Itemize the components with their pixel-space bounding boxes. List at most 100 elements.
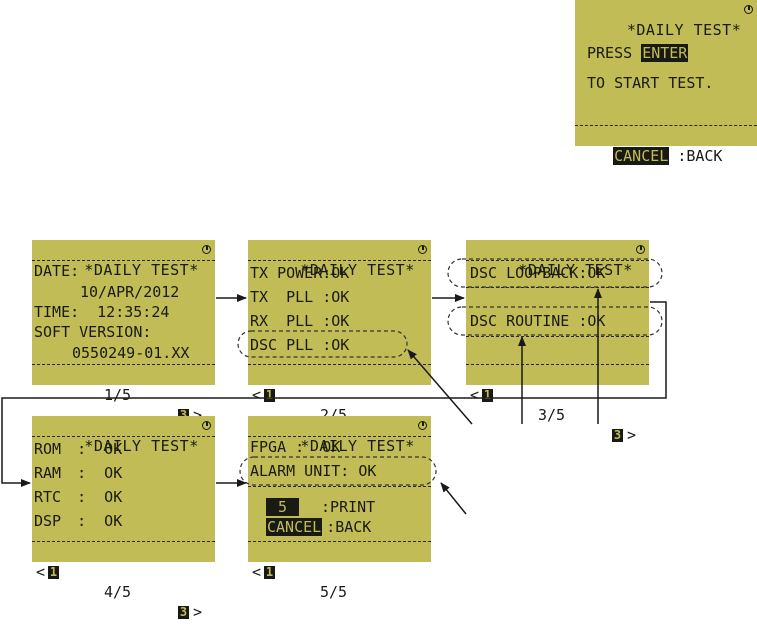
prev-page[interactable]: <1 [470,385,494,405]
highlight-dsc-pll [237,330,408,358]
screen-header: *DAILY TEST* [466,240,649,279]
tx-power-row: TX POWER:OK [250,262,349,284]
cancel-key[interactable]: CANCEL [613,147,670,165]
date-label: DATE: [34,262,80,280]
press-enter-line: PRESS ENTER [587,42,689,64]
screen-header: *DAILY TEST* [248,416,431,455]
print-key[interactable]: 5 [266,498,300,516]
dsc-pll-row: DSC PLL :OK [250,334,349,356]
test-page-2: *DAILY TEST* TX POWER:OK TX PLL :OK RX P… [248,240,431,444]
print-action: :PRINT [321,498,376,516]
back-action: :BACK [677,147,723,165]
prev-arrow-icon: < [36,563,46,581]
next-page[interactable]: 3> [178,405,202,425]
prev-page[interactable]: <1 [36,562,60,582]
page-indicator: 3/5 [538,406,566,424]
fpga-row: FPGA : OK [250,438,341,456]
screen-footer: <1 5/5 [248,541,431,601]
next-page[interactable]: 3> [178,602,202,622]
row-label: DSP [34,512,62,530]
next-page[interactable]: 3> [612,425,636,445]
screen-footer: CANCEL :BACK [575,125,757,165]
row-value: :OK [322,264,350,282]
page-indicator: 5/5 [320,583,348,601]
screen-title: *DAILY TEST* [300,437,415,455]
row-label: RTC [34,488,62,506]
callout-arrow-alarm-unit [440,482,467,515]
screen-title: *DAILY TEST* [518,261,633,279]
soft-version-value: 0550249-01.XX [72,344,190,362]
clock-icon [418,421,427,430]
row-value: : OK [77,464,123,482]
time-value: 12:35:24 [97,303,170,321]
prev-page[interactable]: <1 [252,562,276,582]
divider [466,287,649,288]
clock-icon [636,245,645,254]
cancel-key[interactable]: CANCEL [266,518,323,536]
soft-version-label: SOFT VERSION: [34,323,152,341]
screen-header: *DAILY TEST* [575,0,757,39]
divider [466,336,649,337]
screen-footer: 1/5 3> [32,364,215,424]
row-value: : OK [77,440,123,458]
diagram-overlay [1,258,667,515]
screen-title: *DAILY TEST* [300,261,415,279]
page-indicator: 4/5 [104,583,132,601]
tx-pll-row: TX PLL :OK [250,286,349,308]
page-key-1: 1 [264,388,276,402]
screen-header: *DAILY TEST* [32,416,215,455]
row-value: :OK [322,288,350,306]
screen-footer: <1 3/5 3> [466,364,649,444]
date-value: 10/APR/2012 [80,283,180,301]
print-row: 5 :PRINT [266,496,375,518]
next-arrow-icon: > [627,426,637,444]
prev-arrow-icon: < [470,386,480,404]
rx-pll-row: RX PLL :OK [250,310,349,332]
page-key-1: 1 [482,388,494,402]
highlight-dsc-loopback [447,258,663,288]
flow-arrow-3-to-4 [1,301,667,487]
test-page-5: *DAILY TEST* FPGA : OK ALARM UNIT: OK 5:… [248,416,431,601]
rom-row: ROM: OK [34,438,122,460]
row-value: : OK [77,488,123,506]
screen-title: *DAILY TEST* [84,437,199,455]
prev-arrow-icon: < [252,563,262,581]
enter-key[interactable]: ENTER [641,44,689,62]
rtc-row: RTC : OK [34,486,122,508]
row-value: :OK [322,312,350,330]
row-label: TX POWER [250,264,323,282]
page-key-3: 3 [178,605,189,619]
clock-icon [202,421,211,430]
clock-icon [744,5,753,14]
prev-page[interactable]: <1 [252,385,276,405]
row-label: TX PLL [250,288,323,306]
start-screen: *DAILY TEST* PRESS ENTER TO START TEST. … [575,0,757,165]
prev-arrow-icon: < [252,386,262,404]
back-action: :BACK [326,518,372,536]
highlight-dsc-routine [447,306,663,336]
clock-icon [202,245,211,254]
divider [248,486,431,487]
dsc-loopback-row: DSC LOOPBACK:OK [470,264,606,282]
test-page-4: *DAILY TEST* ROM: OK RAM: OK RTC : OK DSP… [32,416,215,621]
screen-title: *DAILY TEST* [84,261,199,279]
test-page-1: *DAILY TEST* DATE: 10/APR/2012 TIME: 12:3… [32,240,215,424]
page-key-3: 3 [612,428,623,442]
time-row: TIME: 12:35:24 [34,301,169,323]
callout-arrow-dsc-pll [407,349,473,425]
row-value: :OK [322,336,350,354]
screen-header: *DAILY TEST* [248,240,431,279]
page-key-3: 3 [178,408,189,422]
start-test-line: TO START TEST. [587,74,714,92]
page-key-1: 1 [48,565,60,579]
row-label: RX PLL [250,312,323,330]
screen-title: *DAILY TEST* [626,21,742,39]
ram-row: RAM: OK [34,462,122,484]
page-indicator: 1/5 [104,386,132,404]
row-label: DSC PLL [250,336,323,354]
press-text: PRESS [587,44,642,62]
time-label: TIME: [34,303,80,321]
clock-icon [418,245,427,254]
dsp-row: DSP: OK [34,510,122,532]
page-key-1: 1 [264,565,276,579]
